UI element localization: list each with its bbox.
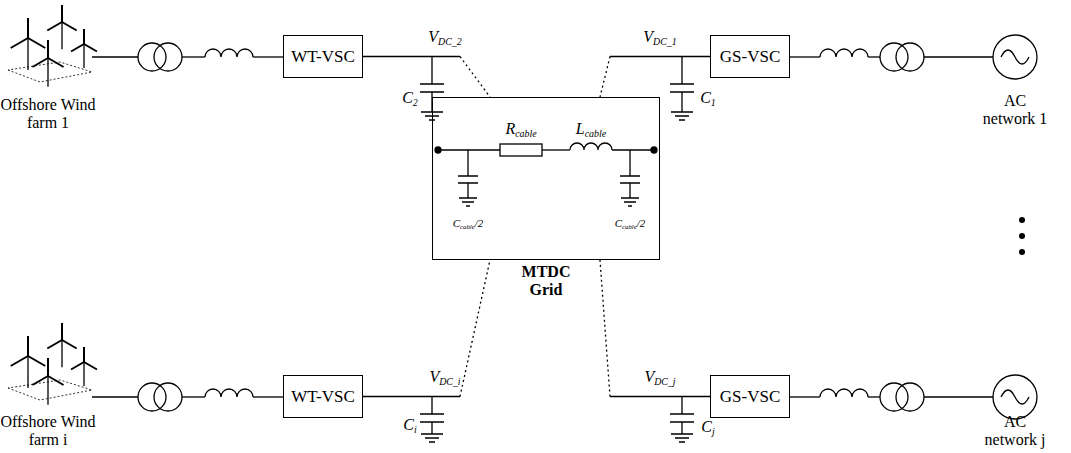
capacitor-label: Cj <box>701 418 714 438</box>
dc-wire <box>363 396 460 397</box>
wind-turbines <box>8 5 97 405</box>
bottom-left-ac-chain <box>92 383 283 411</box>
cable-link <box>460 57 490 98</box>
top-left-ac-chain <box>92 43 283 71</box>
cable-link <box>460 260 490 397</box>
wind-farm-label: Offshore Wind farm 1 <box>0 96 98 131</box>
resistor-label: Rcable <box>505 120 536 140</box>
capacitor-label: C2 <box>402 89 418 109</box>
mtdc-grid-box: MTDC Grid <box>432 97 660 260</box>
converter-box: GS-VSC <box>710 375 790 418</box>
converter-box: WT-VSC <box>283 35 363 78</box>
converter-label: WT-VSC <box>291 387 355 407</box>
converter-label: GS-VSC <box>720 47 780 67</box>
cable-link <box>600 260 610 397</box>
continuation-dots <box>1019 217 1025 255</box>
cable-pi-model <box>435 143 657 206</box>
top-right-ac-chain <box>790 35 1037 79</box>
dc-capacitors <box>420 57 694 442</box>
dc-link <box>600 57 710 98</box>
ac-network-label: AC network j <box>978 413 1053 448</box>
grid-heading: MTDC Grid <box>516 263 576 300</box>
voltage-label: VDC_j <box>644 368 675 388</box>
wind-farm-label: Offshore Wind farm i <box>0 413 98 448</box>
capacitor-label: Ccable/2 <box>453 217 484 231</box>
dc-link <box>363 57 490 98</box>
bottom-right-ac-chain <box>790 375 1037 419</box>
converter-label: WT-VSC <box>291 47 355 67</box>
dc-link <box>363 260 490 397</box>
dc-wire <box>610 56 710 57</box>
voltage-label: VDC_2 <box>428 28 461 48</box>
converter-box: WT-VSC <box>283 375 363 418</box>
inductor-label: Lcable <box>576 120 606 140</box>
ac-network-label: AC network 1 <box>978 92 1053 127</box>
voltage-label: VDC_1 <box>643 28 676 48</box>
voltage-label: VDC_i <box>429 368 460 388</box>
dc-wire <box>363 56 460 57</box>
capacitor-label: Ci <box>403 416 416 436</box>
dc-wire <box>610 396 710 397</box>
capacitor-label: Ccable/2 <box>615 217 646 231</box>
dc-link <box>600 260 710 397</box>
converter-label: GS-VSC <box>720 387 780 407</box>
cable-link <box>600 57 610 98</box>
capacitor-label: C1 <box>700 89 716 109</box>
converter-box: GS-VSC <box>710 35 790 78</box>
